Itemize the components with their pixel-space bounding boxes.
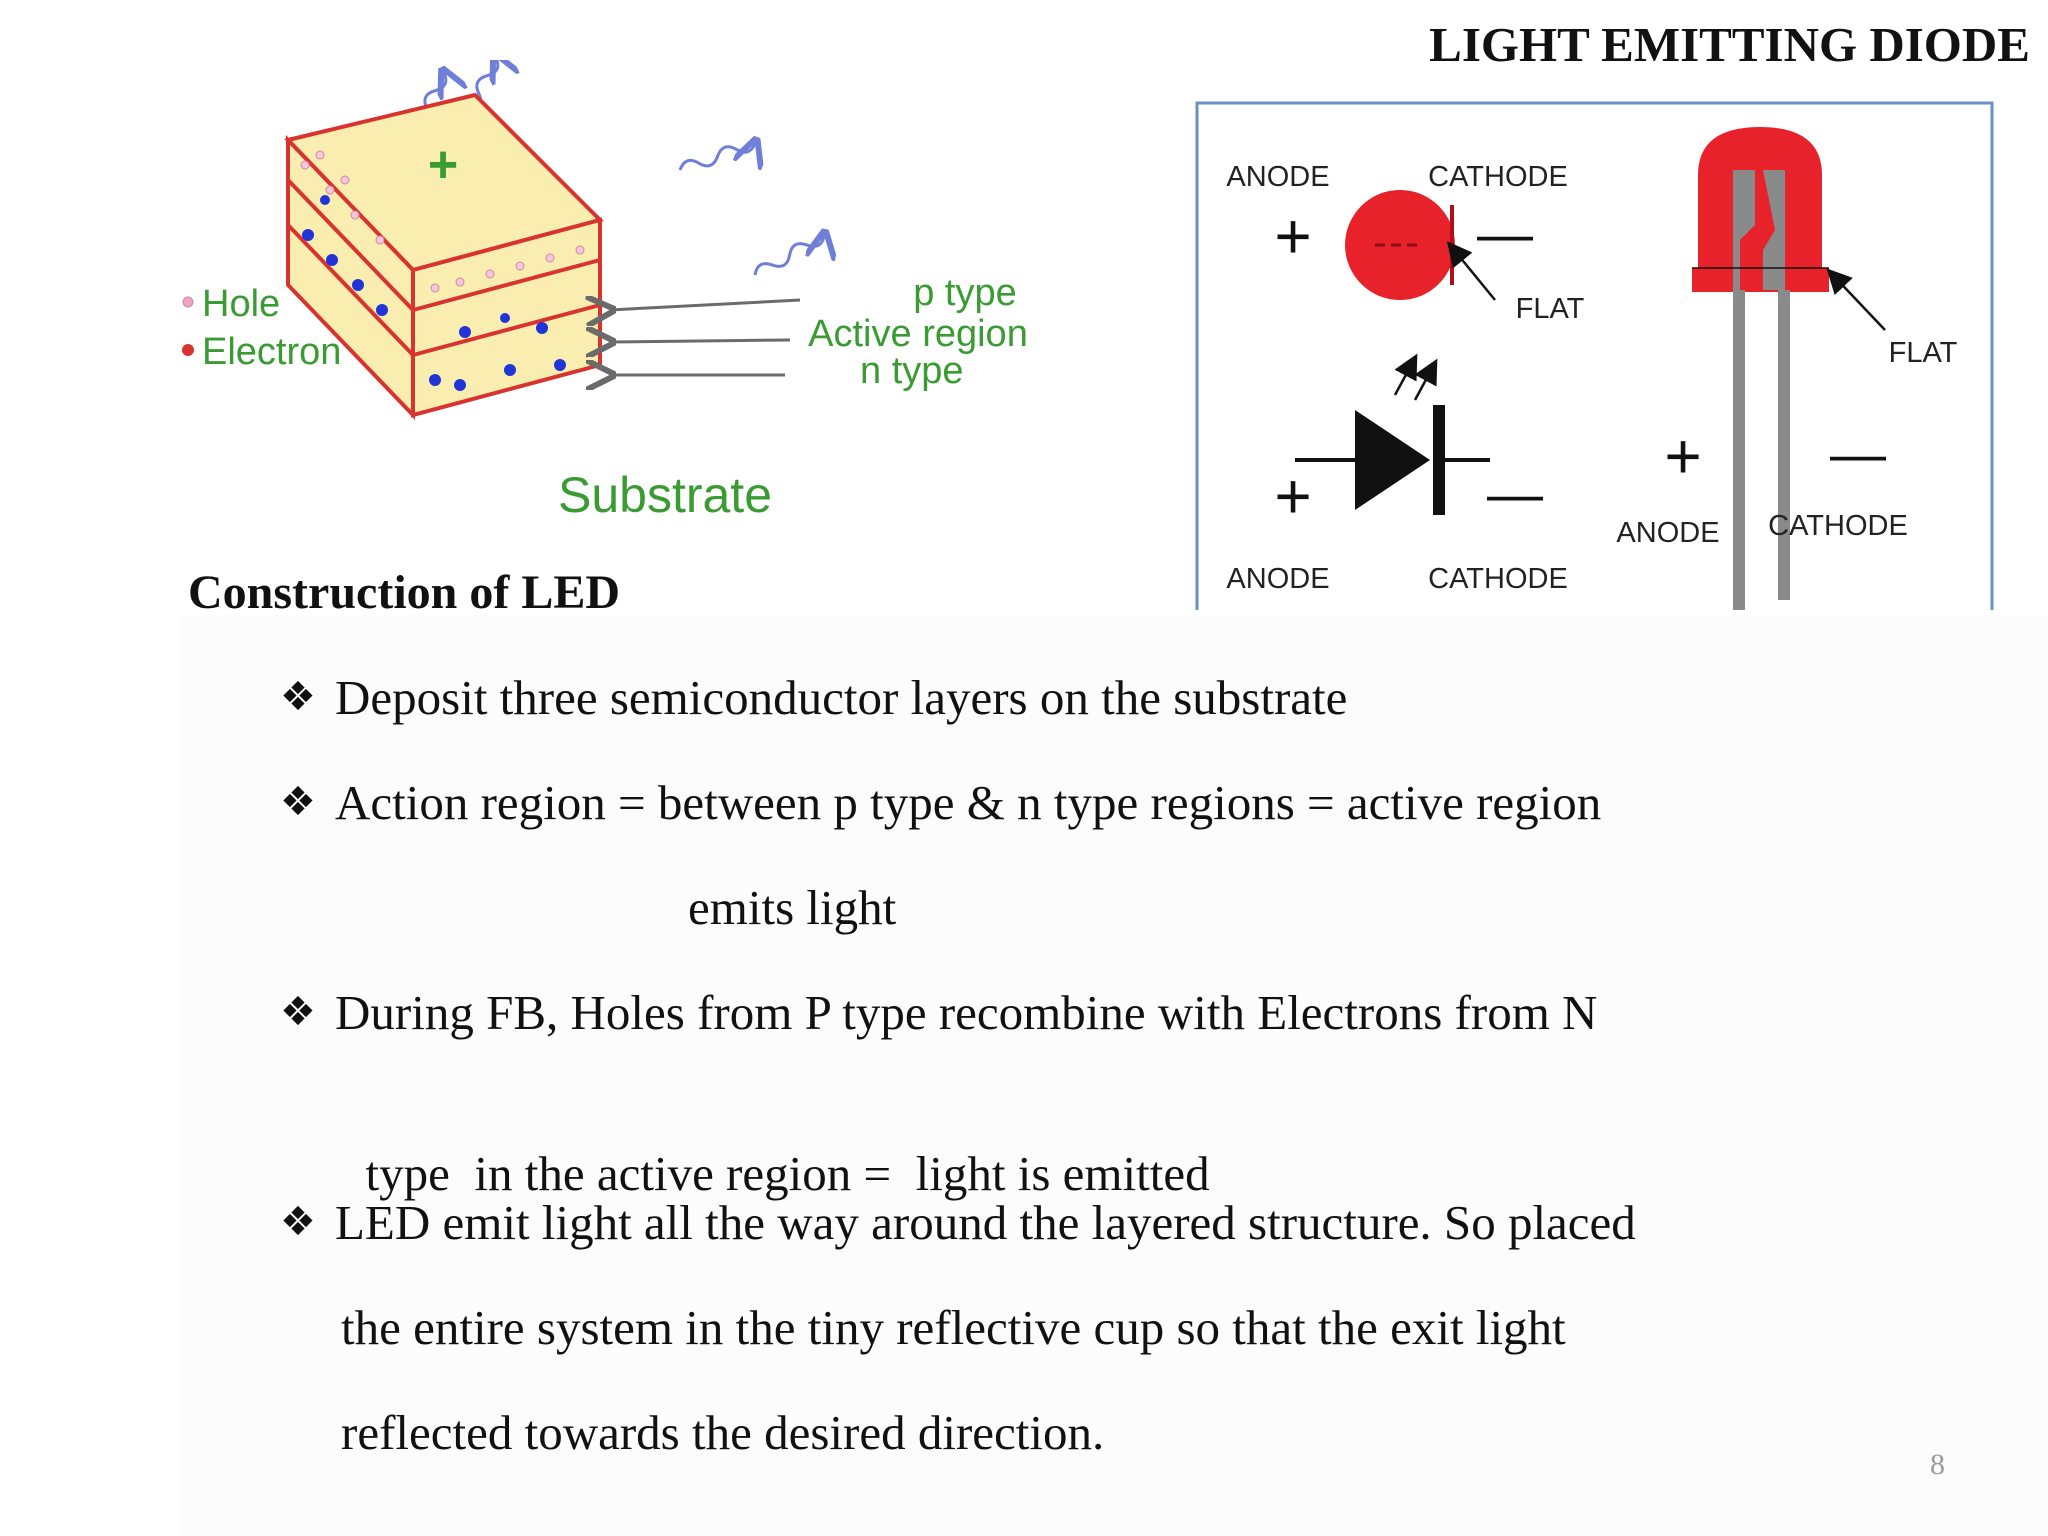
bullet-text: type in the active region = light is emi… (365, 1146, 1210, 1202)
bullet-text: Action region = between p type & n type … (335, 775, 1602, 830)
legend-hole-label: Hole (202, 283, 280, 325)
bullet-text: the entire system in the tiny reflective… (341, 1300, 1566, 1355)
flat-label-right: FLAT (1889, 337, 1958, 369)
flat-label-left: FLAT (1516, 293, 1585, 325)
minus-sign-top: — (1477, 202, 1533, 265)
bullet-text: emits light (688, 880, 897, 935)
cathode-label-top: CATHODE (1428, 161, 1568, 193)
emission-arrow-1 (1393, 353, 1418, 396)
bullet-continuation: the entire system in the tiny reflective… (341, 1300, 1566, 1356)
flat-pointer-left (1446, 241, 1496, 301)
bullet-text: Deposit three semiconductor layers on th… (335, 670, 1348, 725)
electron-dots (302, 195, 566, 391)
bullet-text: reflected towards the desired direction. (341, 1405, 1105, 1460)
bullet-continuation: reflected towards the desired direction. (341, 1405, 1104, 1461)
bullet-item: ❖ LED emit light all the way around the l… (280, 1195, 1636, 1251)
minus-sign-right: — (1830, 422, 1886, 485)
flat-pointer-right (1826, 268, 1886, 331)
p-type-label: p type (913, 272, 1017, 314)
hole-dots (300, 150, 585, 293)
anode-label-bottom: ANODE (1226, 563, 1329, 595)
active-region-label: Active region (808, 313, 1028, 355)
bullet-text: LED emit light all the way around the la… (335, 1195, 1636, 1250)
plus-sign-right: + (1664, 420, 1701, 492)
hole-legend-dot (182, 296, 194, 308)
bullet-continuation: type in the active region = light is emi… (341, 1090, 1210, 1203)
cathode-label-right: CATHODE (1768, 510, 1908, 542)
diode-triangle (1355, 410, 1430, 510)
content-panel (178, 615, 2048, 1536)
section-heading: Construction of LED (188, 566, 621, 619)
diamond-bullet-icon: ❖ (280, 674, 316, 720)
led-construction-diagram: + Hole Electron p type Active region n t… (182, 60, 1028, 523)
bullet-text: During FB, Holes from P type recombine w… (335, 985, 1598, 1040)
layer-boundaries (286, 178, 601, 357)
led-side-view (1692, 127, 1829, 610)
bullet-continuation: emits light (688, 880, 896, 936)
plus-sign-top: + (1274, 200, 1311, 272)
slide-title: LIGHT EMITTING DIODE (1429, 17, 2030, 72)
led-symbol-diagram: ANODE CATHODE + — FLAT + — ANODE CATHODE… (1195, 101, 1994, 610)
layer-pointer-arrows (610, 300, 801, 375)
plus-sign-mid: + (1274, 460, 1311, 532)
diamond-bullet-icon: ❖ (280, 1199, 316, 1245)
diamond-bullet-icon: ❖ (280, 779, 316, 825)
cathode-label-bottom: CATHODE (1428, 563, 1568, 595)
minus-sign-mid: — (1487, 462, 1543, 525)
bullet-item: ❖ Deposit three semiconductor layers on t… (280, 670, 1347, 726)
legend-electron-label: Electron (202, 331, 341, 373)
emission-arrow-2 (1413, 358, 1438, 401)
electron-legend-dot (182, 344, 194, 356)
page-number: 8 (1930, 1448, 1945, 1481)
substrate-label: Substrate (558, 467, 772, 523)
n-type-label: n type (860, 350, 964, 392)
anode-label-right: ANODE (1616, 517, 1719, 549)
diamond-bullet-icon: ❖ (280, 989, 316, 1035)
positive-terminal-label: + (428, 136, 458, 194)
bullet-item: ❖ Action region = between p type & n type… (280, 775, 1601, 831)
anode-label-top: ANODE (1226, 161, 1329, 193)
bullet-item: ❖ During FB, Holes from P type recombine … (280, 985, 1597, 1041)
